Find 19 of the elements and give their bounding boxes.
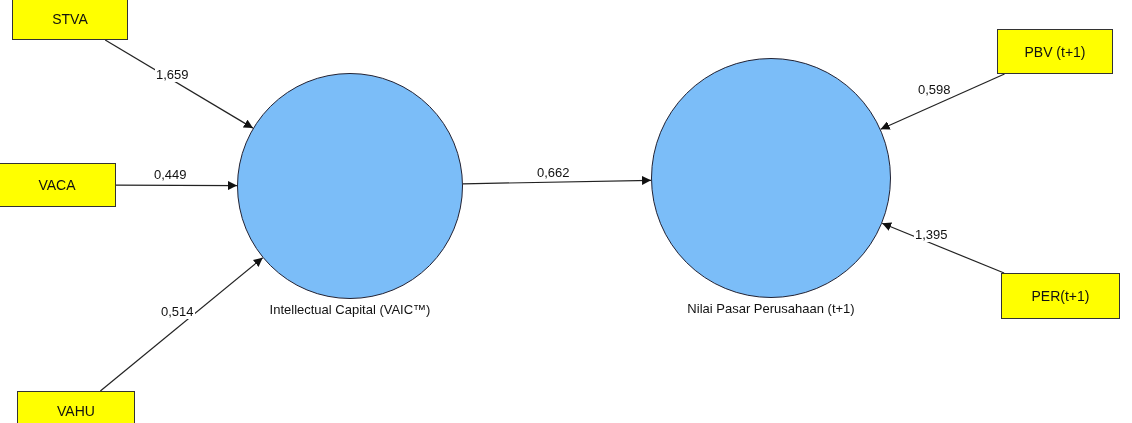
edge-label: 0,598 [917, 83, 952, 97]
edge-label: 0,514 [160, 305, 195, 319]
arrow [115, 181, 238, 191]
construct-label: Intellectual Capital (VAIC™) [269, 302, 431, 317]
indicator-box: VACA [0, 163, 116, 207]
indicator-box: VAHU [17, 391, 135, 423]
edge-label: 0,662 [536, 166, 571, 180]
arrow [462, 175, 652, 185]
edge-label: 0,449 [153, 168, 188, 182]
indicator-box: PER(t+1) [1001, 273, 1120, 319]
indicator-box: PBV (t+1) [997, 29, 1113, 74]
arrow [881, 222, 1005, 274]
edge-label: 1,395 [914, 228, 949, 242]
indicator-box: STVA [12, 0, 128, 40]
arrow [99, 257, 264, 392]
edge-label: 1,659 [155, 68, 190, 82]
arrow [104, 39, 254, 129]
arrow [880, 73, 1006, 130]
construct-label: Nilai Pasar Perusahaan (t+1) [687, 301, 855, 316]
